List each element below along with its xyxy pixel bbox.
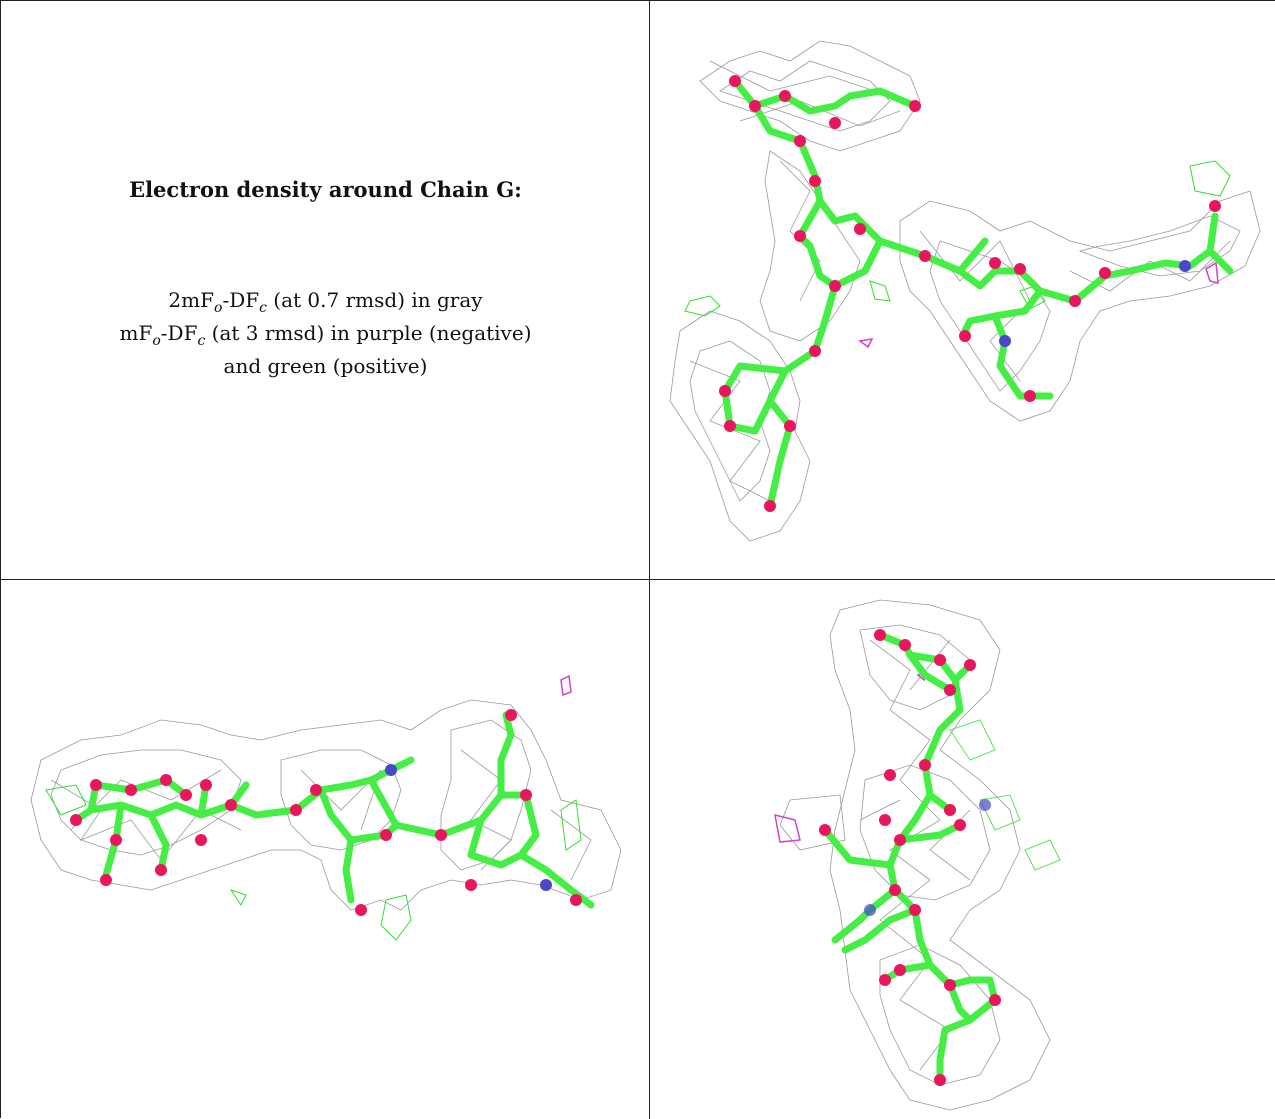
- density-view-2: [1, 580, 650, 1119]
- density-view-1: [650, 1, 1275, 580]
- molecule-density-view-side: [30, 674, 622, 941]
- molecule-density-view-end: [774, 599, 1061, 1111]
- legend-line-fofc: mFo-DFc (at 3 rmsd) in purple (negative): [119, 321, 532, 349]
- legend-line-2fofc: 2mFo-DFc (at 0.7 rmsd) in gray: [168, 288, 483, 316]
- molecule-density-view-top: [669, 40, 1261, 542]
- legend-line-positive: and green (positive): [223, 354, 428, 378]
- legend-title: Electron density around Chain G:: [129, 177, 522, 202]
- density-view-3: [650, 580, 1275, 1119]
- legend-panel: Electron density around Chain G: 2mFo-DF…: [1, 1, 650, 580]
